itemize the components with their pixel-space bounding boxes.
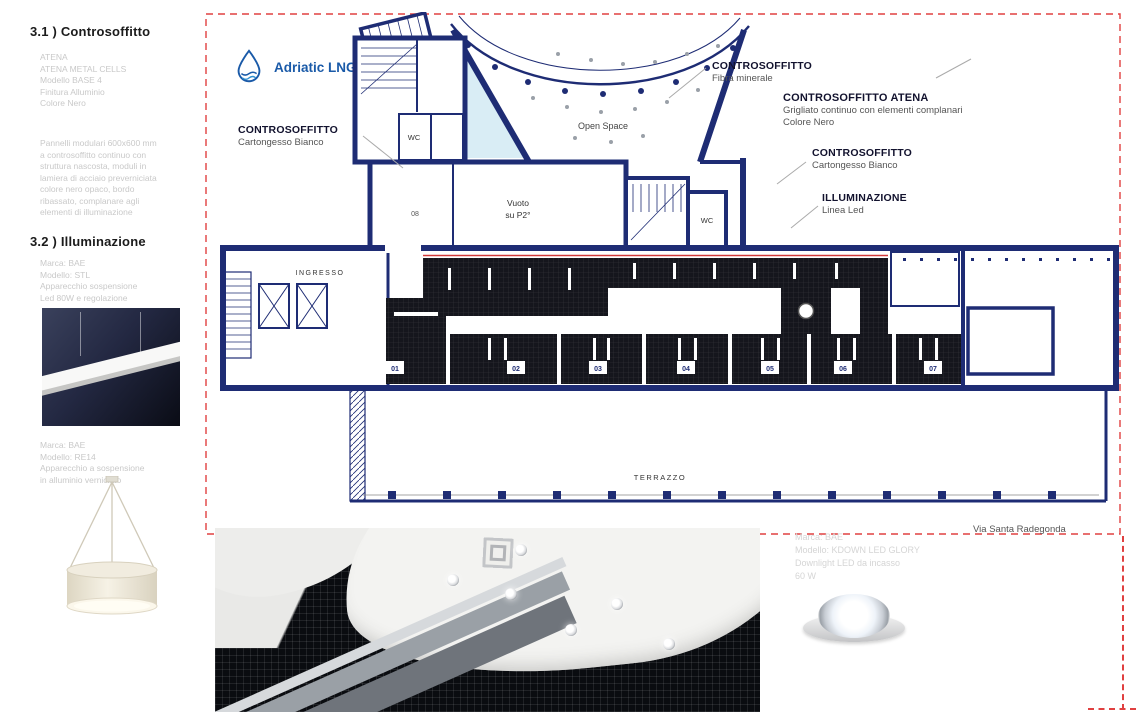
annotation-atena: CONTROSOFFITTO ATENA Grigliato continuo … bbox=[783, 92, 1013, 128]
ceiling-photo bbox=[215, 528, 760, 712]
spec-line: Finitura Alluminio bbox=[40, 86, 105, 97]
square-diffuser bbox=[482, 537, 514, 569]
zone-label: 07 bbox=[929, 366, 937, 373]
annotation-sub: Colore Nero bbox=[783, 117, 835, 128]
linear-led-slits bbox=[394, 263, 938, 360]
section-title-controsoffitto: 3.1 ) Controsoffitto bbox=[30, 24, 151, 39]
zone-label: 06 bbox=[839, 366, 847, 373]
adriatic-lng-logo: Adriatic LNG bbox=[230, 48, 357, 86]
spec-line: Downlight LED da incasso bbox=[795, 558, 901, 568]
suspension-wire bbox=[80, 312, 81, 356]
suspension-wire bbox=[140, 312, 141, 356]
zone-label: 01 bbox=[391, 366, 399, 373]
section-title-illuminazione: 3.2 ) Illuminazione bbox=[30, 234, 146, 249]
vuoto-block: 08 Vuoto su P2° bbox=[367, 159, 629, 253]
dashed-red-vertical bbox=[1122, 536, 1124, 710]
zone-label: 04 bbox=[682, 366, 690, 373]
downlight-dots bbox=[531, 44, 720, 144]
zone-labels: 01 02 03 04 05 06 07 bbox=[386, 361, 942, 374]
spec-line: lamiera di acciaio preverniciata bbox=[40, 172, 157, 183]
spec-line: Modello BASE 4 bbox=[40, 75, 102, 85]
spec-line: Marca: BAE bbox=[795, 532, 844, 542]
spec-line: Led 80W e regolazione bbox=[40, 292, 128, 303]
spec-line: elementi di illuminazione bbox=[40, 207, 133, 217]
street-label: Via Santa Radegonda bbox=[973, 524, 1066, 535]
spec-line: Modello: KDOWN LED GLORY bbox=[795, 545, 920, 555]
grigliato-zones: 01 02 03 04 05 06 07 bbox=[386, 254, 963, 384]
stair-block-upper: WC bbox=[352, 12, 468, 165]
annotation-illuminazione: ILLUMINAZIONE Linea Led bbox=[822, 192, 952, 216]
annotation-sub: Linea Led bbox=[822, 205, 864, 216]
pendant-lamp-drawing bbox=[66, 476, 158, 615]
spec-line: a controsoffitto continuo con bbox=[40, 149, 147, 160]
spec-line: Apparecchio a sospensione bbox=[40, 463, 145, 473]
spec-block-re14: Marca: BAE Modello: RE14 Apparecchio a s… bbox=[40, 440, 144, 486]
zone-label: 05 bbox=[766, 366, 774, 373]
spec-line: in alluminio verniciato bbox=[40, 474, 122, 485]
downlight-photo-face bbox=[818, 594, 890, 638]
leader-lines bbox=[362, 58, 972, 229]
annotation-sub: Cartongesso Bianco bbox=[812, 160, 898, 171]
spec-block-stl: Marca: BAE Modello: STL Apparecchio sosp… bbox=[40, 258, 137, 304]
annotation-fibra-minerale: CONTROSOFFITTO Fibra minerale bbox=[712, 60, 842, 84]
annotation-title: CONTROSOFFITTO bbox=[812, 147, 913, 159]
spotlight bbox=[663, 638, 675, 650]
vuoto-label-1: Vuoto bbox=[507, 198, 529, 208]
dashed-red-horizontal bbox=[1088, 708, 1136, 710]
annotation-title: CONTROSOFFITTO bbox=[712, 60, 813, 72]
annotation-title: CONTROSOFFITTO ATENA bbox=[783, 92, 929, 104]
annotation-cartongesso-left: CONTROSOFFITTO Cartongesso Bianco bbox=[238, 124, 368, 148]
spec-line: ribassato, complanare agli bbox=[40, 195, 140, 206]
stair-block-right: WC bbox=[624, 176, 728, 250]
annotation-sub: Cartongesso Bianco bbox=[238, 137, 324, 148]
spec-line: Marca: BAE bbox=[40, 258, 86, 268]
spotlight bbox=[515, 544, 527, 556]
spotlight bbox=[447, 574, 459, 586]
spec-line: 60 W bbox=[795, 571, 817, 581]
spotlight bbox=[565, 624, 577, 636]
vuoto-label-2: su P2° bbox=[505, 210, 530, 220]
spec-line: ATENA bbox=[40, 52, 68, 62]
annotation-sub: Fibra minerale bbox=[712, 73, 773, 84]
spec-line: struttura nascosta, moduli in bbox=[40, 161, 147, 171]
spec-line: Apparecchio sospensione bbox=[40, 281, 138, 291]
spec-line: ATENA METAL CELLS bbox=[40, 63, 127, 74]
linear-fixture-photo bbox=[42, 308, 180, 426]
spec-block-atena-2: Pannelli modulari 600x600 mm a controsof… bbox=[40, 138, 157, 219]
water-drop-icon bbox=[237, 49, 261, 83]
zone-label: 02 bbox=[512, 366, 520, 373]
spec-line: colore nero opaco, bordo bbox=[40, 184, 135, 194]
spec-block-atena: ATENA ATENA METAL CELLS Modello BASE 4 F… bbox=[40, 52, 126, 110]
room-08-label: 08 bbox=[411, 211, 419, 218]
annotation-cartongesso-right: CONTROSOFFITTO Cartongesso Bianco bbox=[812, 147, 942, 171]
open-space-label: Open Space bbox=[578, 121, 628, 131]
spec-line: Marca: BAE bbox=[40, 440, 86, 450]
logo-text: Adriatic LNG bbox=[274, 59, 357, 75]
terrazzo-label: TERRAZZO bbox=[634, 473, 686, 482]
spec-line: Pannelli modulari 600x600 mm bbox=[40, 138, 157, 148]
right-rooms bbox=[890, 248, 1110, 388]
spec-line: Colore Nero bbox=[40, 98, 86, 108]
wc-label-upper: WC bbox=[408, 133, 421, 142]
ingresso-label: INGRESSO bbox=[296, 270, 345, 277]
spec-block-downlight: Marca: BAE Modello: KDOWN LED GLORY Down… bbox=[795, 531, 920, 583]
linear-light-bar bbox=[42, 337, 180, 393]
spec-line: Modello: RE14 bbox=[40, 451, 96, 462]
gallery-arc bbox=[450, 15, 750, 97]
spec-line: Modello: STL bbox=[40, 269, 91, 280]
annotation-title: CONTROSOFFITTO bbox=[238, 124, 339, 136]
zone-label: 03 bbox=[594, 366, 602, 373]
spotlight bbox=[611, 598, 623, 610]
terrazzo: TERRAZZO bbox=[349, 387, 1108, 503]
spotlight bbox=[505, 588, 517, 600]
annotation-sub: Grigliato continuo con elementi complana… bbox=[783, 105, 963, 116]
round-column bbox=[797, 302, 815, 320]
annotation-title: ILLUMINAZIONE bbox=[822, 192, 907, 204]
ceiling-plan: Open Space WC 08 Vuoto su P2° bbox=[205, 12, 1121, 535]
wc-label-right: WC bbox=[701, 216, 714, 225]
